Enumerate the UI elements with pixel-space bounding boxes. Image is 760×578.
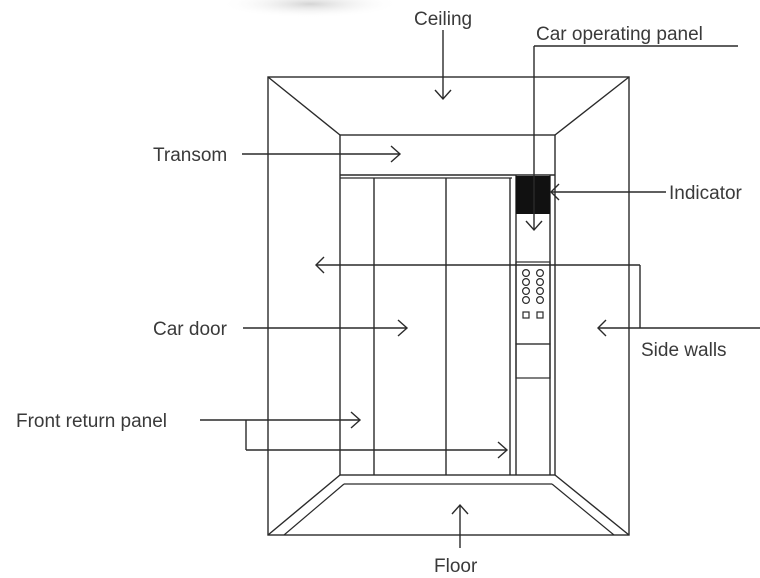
indicator-arrow	[550, 183, 666, 201]
label-floor: Floor	[434, 556, 478, 577]
label-ceiling: Ceiling	[414, 9, 472, 30]
perspective-lines	[267, 76, 630, 536]
front-return-panel-arrows	[200, 411, 509, 459]
cop-keypad-frame	[515, 261, 551, 345]
transom-arrow	[242, 145, 402, 163]
back-wall-frame	[339, 134, 556, 476]
floor-arrow	[451, 503, 469, 548]
top-shadow	[220, 0, 400, 18]
label-indicator: Indicator	[669, 183, 743, 204]
label-transom: Transom	[153, 145, 227, 166]
label-side-walls: Side walls	[641, 340, 727, 361]
outer-frame	[267, 76, 630, 536]
indicator-display	[516, 176, 550, 214]
car-door-arrow	[243, 319, 409, 337]
label-front-return-panel: Front return panel	[16, 411, 167, 432]
cop-arrow	[525, 45, 738, 232]
cop-buttons	[521, 269, 544, 319]
door-lines	[373, 175, 551, 475]
side-walls-arrows	[315, 256, 760, 337]
label-car-door: Car door	[153, 319, 228, 340]
label-car-operating-panel: Car operating panel	[536, 24, 703, 45]
cop-lower-block	[515, 343, 551, 379]
ceiling-arrow	[434, 30, 452, 101]
